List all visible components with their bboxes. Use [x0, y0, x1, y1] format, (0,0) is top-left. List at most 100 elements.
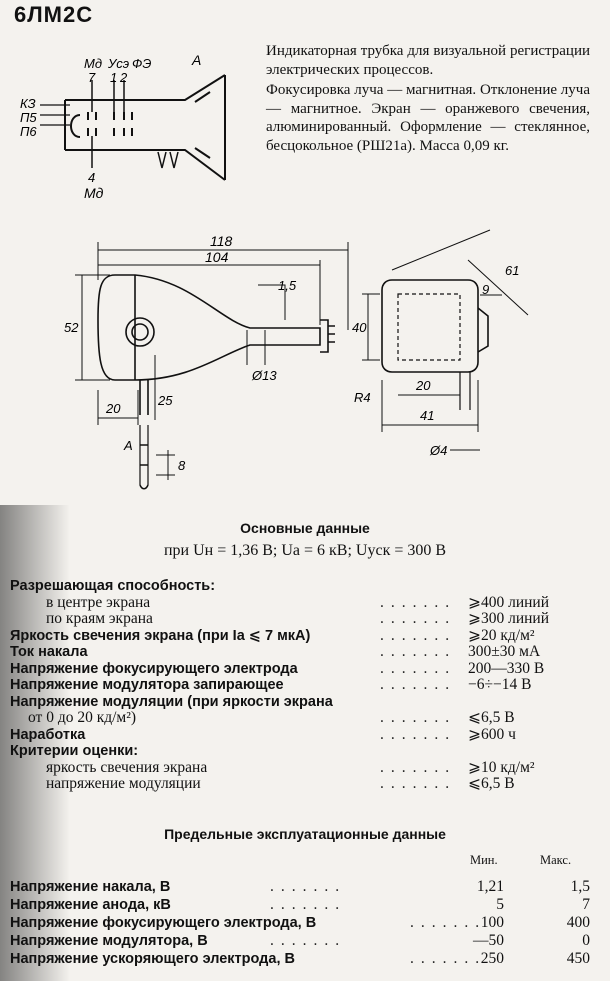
left-label-kz: КЗ — [20, 96, 36, 111]
param-row: Наработка....... ⩾600 ч — [10, 725, 600, 744]
pin-number-7: 7 — [88, 70, 96, 85]
param-value: −6÷−14 В — [468, 676, 532, 693]
limit-label: Напряжение накала, В — [10, 879, 171, 895]
leader-dots: ....... — [380, 610, 457, 627]
param-label: от 0 до 20 кд/м²) — [28, 709, 137, 726]
param-row: напряжение модуляции....... ⩽6,5 В — [10, 775, 600, 793]
leader-dots: ....... — [380, 725, 457, 743]
param-row: Напряжение модулятора запирающее.......−… — [10, 676, 600, 694]
leader-dots: ....... — [380, 758, 457, 776]
leader-dots: ....... — [380, 626, 457, 644]
param-row: в центре экрана....... ⩾400 линий — [10, 593, 600, 612]
param-row: яркость свечения экрана....... ⩾10 кд/м² — [10, 758, 600, 777]
description-features: Фокусировка луча — магнитная. Отклонение… — [266, 82, 590, 154]
dim-61: 61 — [505, 263, 519, 278]
param-row: Разрешающая способность: — [10, 578, 600, 595]
param-row: от 0 до 20 кд/м²)....... ⩽6,5 В — [10, 709, 600, 727]
dim-104: 104 — [205, 249, 229, 265]
param-row: Яркость свечения экрана (при Iа ⩽ 7 мкА)… — [10, 626, 600, 645]
param-value: ⩽6,5 В — [468, 709, 515, 726]
limit-label: Напряжение модулятора, В — [10, 933, 208, 949]
dim-1-5: 1,5 — [278, 278, 297, 293]
leader-dots: ....... — [380, 775, 457, 792]
param-label: Наработка — [10, 726, 86, 743]
limit-label: Напряжение фокусирующего электрода, В — [10, 915, 317, 931]
dim-41: 41 — [420, 408, 434, 423]
pin-label-usc: Уcэ — [107, 56, 129, 71]
limit-min: 100 — [480, 914, 504, 931]
dim-52: 52 — [64, 320, 79, 335]
limit-max: 1,5 — [570, 878, 590, 895]
leader-dots: ....... — [380, 643, 457, 660]
test-conditions: при Uн = 1,36 В; Uа = 6 кВ; Uуск = 300 В — [163, 542, 447, 559]
param-value: 300±30 мА — [468, 643, 541, 660]
param-label: Ток накала — [10, 644, 88, 660]
param-label: по краям экрана — [46, 610, 153, 627]
dim-4: Ø4 — [429, 443, 447, 458]
dim-a: А — [123, 438, 133, 453]
pin-number-1: 1 — [110, 70, 117, 85]
limit-label: Напряжение анода, кВ — [10, 897, 171, 913]
param-label: Напряжение модулятора запирающее — [10, 677, 284, 693]
param-value: ⩾400 линий — [468, 593, 550, 611]
limit-min: 250 — [480, 950, 504, 967]
leader-dots: ....... — [270, 932, 347, 949]
limit-label: Напряжение ускоряющего электрода, В — [10, 951, 295, 967]
param-value: ⩽6,5 В — [468, 775, 515, 792]
dim-20: 20 — [105, 401, 121, 416]
dim-20-front: 20 — [415, 378, 431, 393]
dim-r4: R4 — [354, 390, 371, 405]
pin-number-4: 4 — [88, 170, 95, 185]
param-value: 200—330 В — [468, 659, 545, 677]
leader-dots: ....... — [270, 896, 347, 913]
description-purpose: Индикаторная трубка для визуальной регис… — [266, 43, 590, 78]
param-label: Яркость свечения экрана (при Iа ⩽ 7 мкА) — [10, 627, 311, 644]
param-label: яркость свечения экрана — [46, 758, 208, 776]
limits-heading: Предельные эксплуатационные данные — [164, 826, 446, 842]
page-shadow — [0, 505, 70, 981]
limit-min: 5 — [496, 896, 504, 913]
main-parameters: Разрешающая способность:в центре экрана.… — [10, 578, 600, 793]
param-value: ⩾600 ч — [468, 725, 516, 743]
param-label: Разрешающая способность: — [10, 578, 216, 594]
leader-dots: ....... — [380, 593, 457, 611]
front-view-drawing: 61 9 40 R4 20 41 Ø4 — [352, 229, 529, 458]
anode-label: А — [191, 52, 201, 68]
param-label: Напряжение модуляции (при яркости экрана — [10, 693, 333, 710]
dim-40: 40 — [352, 320, 367, 335]
dim-13: Ø13 — [251, 368, 277, 383]
dim-9: 9 — [482, 282, 489, 297]
description: Индикаторная трубка для визуальной регис… — [250, 42, 590, 156]
col-max-header: Макс. — [540, 853, 572, 867]
limit-min: 1,21 — [476, 878, 504, 895]
param-row: Напряжение модуляции (при яркости экрана — [10, 694, 600, 711]
limit-min: —50 — [473, 932, 504, 949]
param-row: Напряжение фокусирующего электрода......… — [10, 659, 600, 678]
param-label: напряжение модуляции — [46, 775, 201, 792]
leader-dots: ....... — [380, 659, 457, 677]
param-value: ⩾300 линий — [468, 610, 550, 627]
param-value: ⩾20 кд/м² — [468, 626, 535, 644]
left-label-p6: П6 — [20, 124, 37, 139]
leader-dots: ....... — [270, 878, 347, 895]
leader-dots: ....... — [410, 950, 487, 967]
limit-row: Напряжение фокусирующего электрода, В...… — [10, 914, 600, 932]
limit-row: Напряжение ускоряющего электрода, В.....… — [10, 950, 600, 968]
limit-row: Напряжение накала, В....... 1,21 1,5 — [10, 878, 600, 896]
side-view-drawing: 118 104 1,5 52 20 25 Ø13 А 8 — [64, 233, 349, 490]
pin-number-2: 2 — [119, 70, 128, 85]
limit-max: 7 — [582, 896, 590, 913]
main-data-heading: Основные данные — [240, 520, 370, 536]
limit-max: 400 — [566, 914, 590, 931]
param-value: ⩾10 кд/м² — [468, 758, 535, 776]
param-row: по краям экрана....... ⩾300 линий — [10, 610, 600, 628]
param-label: в центре экрана — [46, 593, 151, 611]
leader-dots: ....... — [380, 709, 457, 726]
pin-label-md: Мд — [84, 56, 102, 71]
param-row: Ток накала....... 300±30 мА — [10, 643, 600, 661]
limit-max: 450 — [566, 950, 590, 967]
dim-8: 8 — [178, 458, 186, 473]
dim-118: 118 — [210, 233, 233, 249]
